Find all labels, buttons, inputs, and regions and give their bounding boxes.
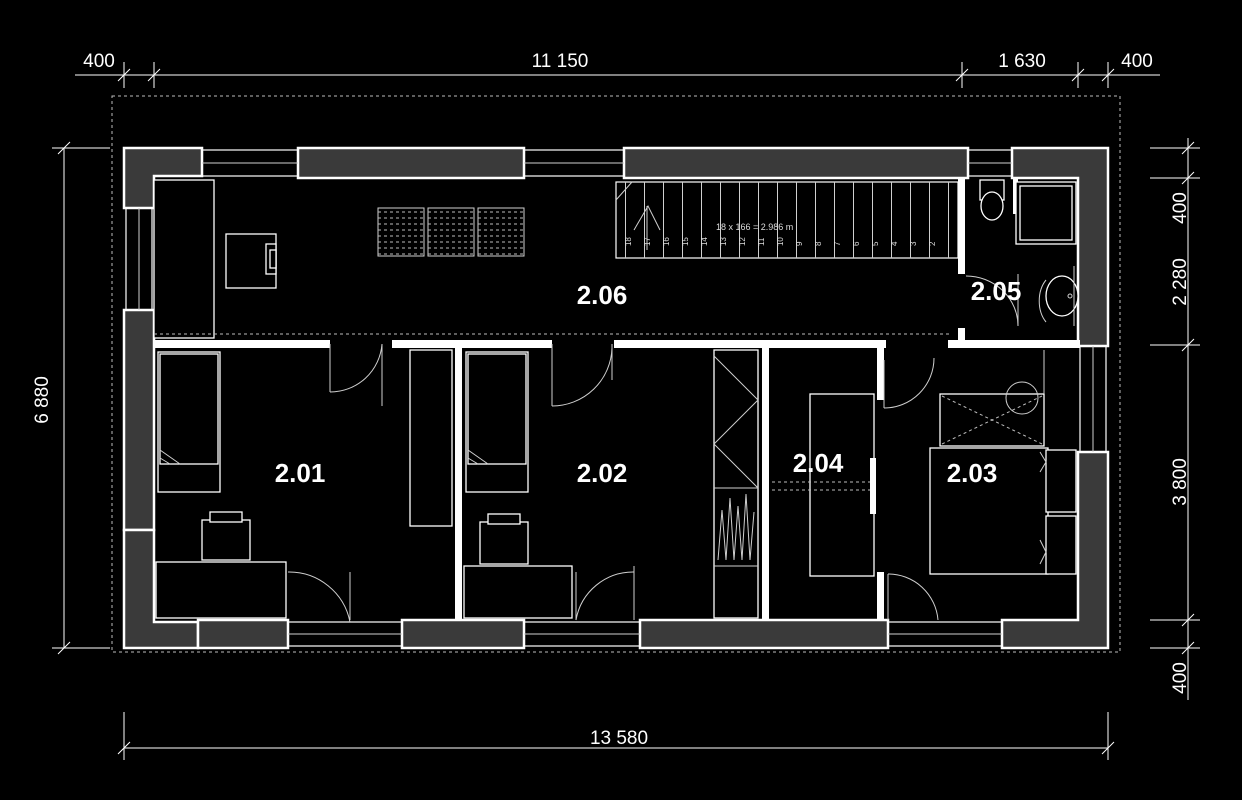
windows xyxy=(125,149,1107,647)
room-2-05-furniture xyxy=(965,179,1079,327)
stair-step-number: 15 xyxy=(681,237,690,246)
dim-top-main: 11 150 xyxy=(532,51,589,72)
room-2-03-furniture xyxy=(929,350,1077,575)
stair-step-number: 11 xyxy=(757,237,766,246)
stair-step-number: 4 xyxy=(890,241,899,246)
stair-step-number: 8 xyxy=(814,241,823,246)
stair-step-number: 13 xyxy=(719,237,728,246)
room-label-2-03: 2.03 xyxy=(947,458,998,488)
stair-step-number: 18 xyxy=(624,237,633,246)
wardrobe xyxy=(713,349,759,619)
stair-step-number: 2 xyxy=(928,241,937,246)
room-2-01-furniture xyxy=(155,343,453,623)
dim-top-left: 400 xyxy=(83,51,115,72)
staircase: 18 17 16 15 14 13 12 11 10 9 8 7 6 5 4 3 2 18 x 166 = 2.… xyxy=(615,181,959,259)
dim-left-total: 6 880 xyxy=(32,376,53,424)
dim-right-1: 400 xyxy=(1170,192,1191,224)
vent-panel xyxy=(477,207,525,257)
stair-step-number: 3 xyxy=(909,241,918,246)
stair-note: 18 x 166 = 2.986 m xyxy=(716,222,793,232)
dim-right-4: 400 xyxy=(1170,662,1191,694)
stair-step-number: 5 xyxy=(871,241,880,246)
dimension-lines xyxy=(52,62,1200,760)
dim-right-2: 2 280 xyxy=(1170,258,1191,306)
stair-step-number: 9 xyxy=(795,241,804,246)
room-label-2-01: 2.01 xyxy=(275,458,326,488)
dim-top-right: 1 630 xyxy=(998,51,1046,72)
room-2-04-furniture xyxy=(772,357,939,621)
room-label-2-06: 2.06 xyxy=(577,280,628,310)
room-label-2-05: 2.05 xyxy=(971,276,1022,306)
vent-panel xyxy=(377,207,425,257)
stair-step-number: 6 xyxy=(852,241,861,246)
hall-furniture xyxy=(153,179,952,339)
dim-right-3: 3 800 xyxy=(1170,458,1191,506)
room-label-2-02: 2.02 xyxy=(577,458,628,488)
stair-step-number: 10 xyxy=(776,237,785,246)
room-label-2-04: 2.04 xyxy=(793,448,844,478)
stair-step-number: 17 xyxy=(643,237,652,246)
stair-step-number: 7 xyxy=(833,241,842,246)
vent-panel xyxy=(427,207,475,257)
room-2-02-furniture xyxy=(463,344,635,621)
stair-step-number: 12 xyxy=(738,237,747,246)
stair-step-number: 14 xyxy=(700,237,709,246)
stair-step-number: 16 xyxy=(662,237,671,246)
dim-top-end: 400 xyxy=(1121,51,1153,72)
dim-bottom-total: 13 580 xyxy=(590,728,648,749)
